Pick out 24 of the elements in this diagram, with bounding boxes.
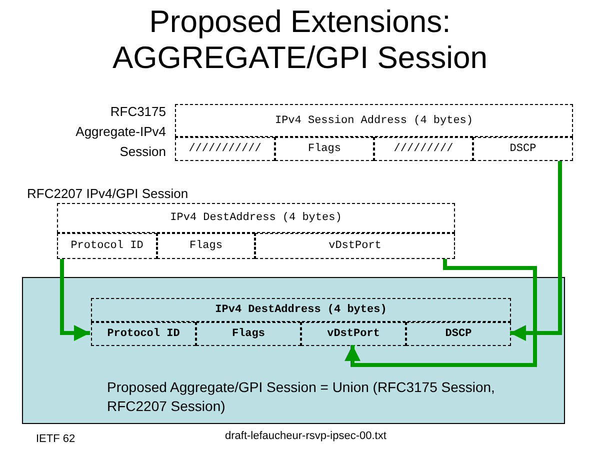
field-cell: IPv4 DestAddress (4 bytes) (91, 298, 511, 322)
field-cell: Flags (275, 137, 374, 161)
slide-text: RFC2207 IPv4/GPI Session (27, 186, 190, 201)
field-cell: /////////// (175, 137, 275, 161)
slide-text: draft-lefaucheur-rsvp-ipsec-00.txt (225, 430, 388, 442)
arrow (510, 161, 562, 341)
arrow (60, 259, 90, 341)
field-cell: Protocol ID (57, 233, 157, 259)
field-cell: ///////// (374, 137, 473, 161)
field-cell: Flags (157, 233, 255, 259)
panel-note: Proposed Aggregate/GPI Session = Union (RFC3175 Session, RFC2207 Session) (107, 378, 496, 416)
field-cell: IPv4 DestAddress (4 bytes) (57, 203, 455, 233)
field-cell: DSCP (473, 137, 573, 161)
field-cell: DSCP (406, 322, 511, 346)
field-cell: Protocol ID (91, 322, 196, 346)
highlight-panel (22, 277, 565, 424)
slide-text: RFC3175 Aggregate-IPv4 Session (74, 103, 166, 161)
field-cell: IPv4 Session Address (4 bytes) (175, 104, 573, 137)
field-cell: Flags (196, 322, 301, 346)
slide-text: IETF 62 (36, 433, 76, 445)
field-cell: vDstPort (301, 322, 406, 346)
slide-title: Proposed Extensions: AGGREGATE/GPI Session (112, 4, 488, 76)
field-cell: vDstPort (255, 233, 455, 259)
arrow (344, 259, 537, 367)
